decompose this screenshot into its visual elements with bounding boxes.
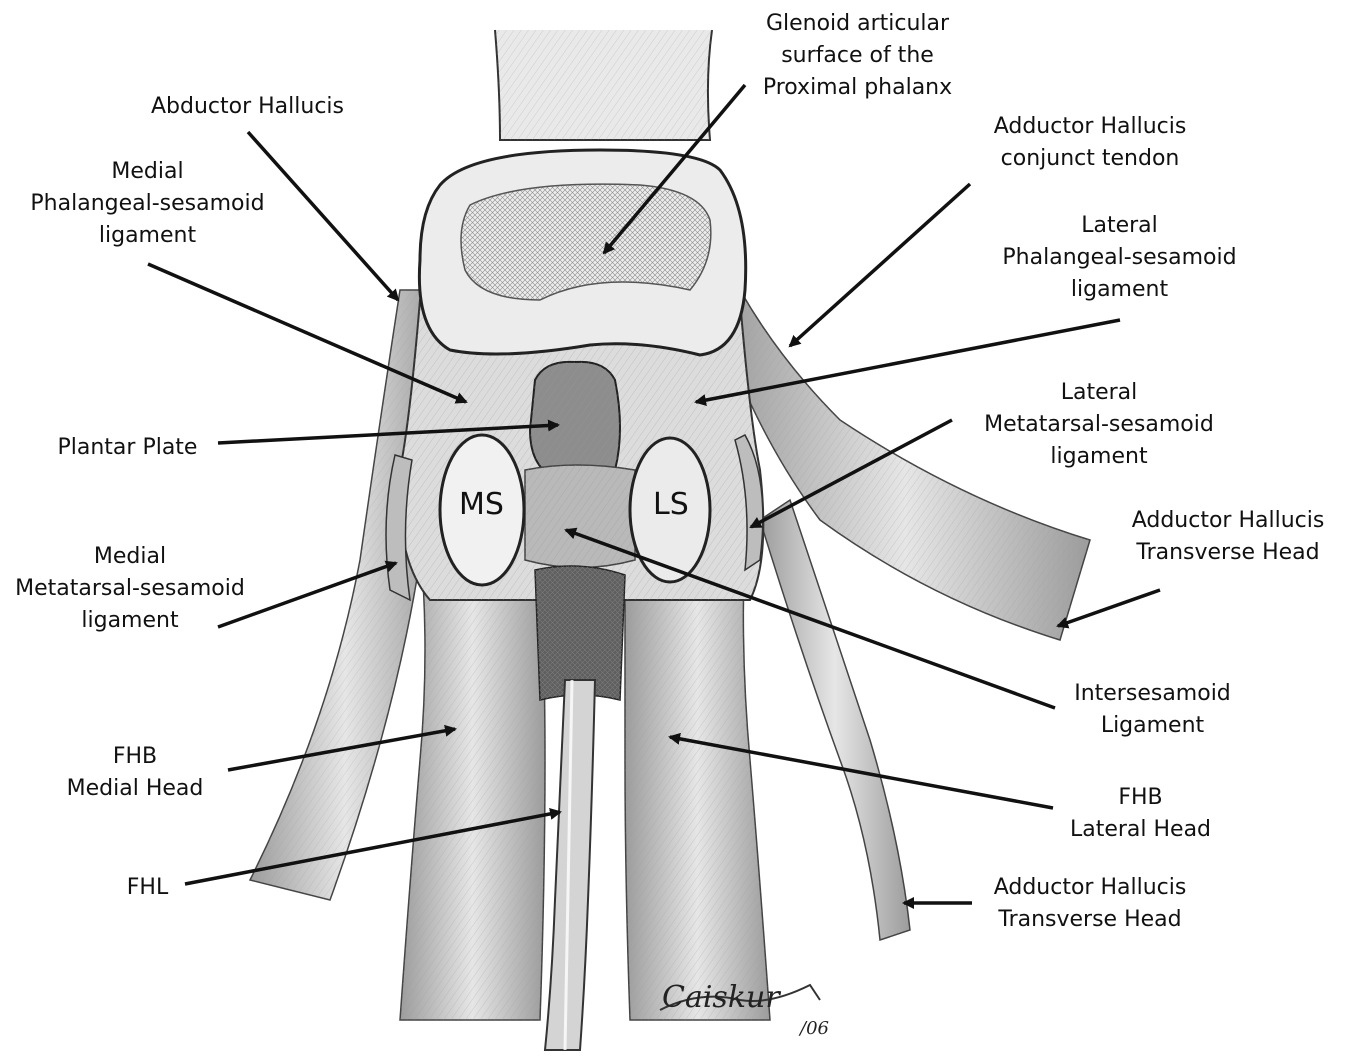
label-line: ligament [968, 441, 1230, 473]
label-line: Transverse Head [980, 904, 1200, 936]
label-line: ligament [992, 274, 1247, 306]
label-fhl: FHL [120, 872, 175, 904]
artist-signature-year: /06 [800, 1018, 829, 1039]
label-line: Abductor Hallucis [140, 91, 355, 123]
label-line: Medial [20, 156, 275, 188]
label-line: Lateral [968, 377, 1230, 409]
label-line: Lateral Head [1058, 814, 1223, 846]
label-adductor-hallucis-transverse-head-lower: Adductor Hallucis Transverse Head [980, 872, 1200, 936]
label-line: Transverse Head [1118, 537, 1338, 569]
label-line: Phalangeal-sesamoid [992, 242, 1247, 274]
intersesamoid-ligament-shape [525, 465, 635, 568]
label-line: Adductor Hallucis [1118, 505, 1338, 537]
label-medial-metatarsal-sesamoid-ligament: Medial Metatarsal-sesamoid ligament [2, 541, 258, 637]
label-line: Medial [2, 541, 258, 573]
label-line: Lateral [992, 210, 1247, 242]
label-intersesamoid-ligament: Intersesamoid Ligament [1060, 678, 1245, 742]
proximal-phalanx-base [419, 150, 745, 355]
proximal-phalanx-shaft [495, 30, 712, 140]
label-line: FHL [120, 872, 175, 904]
label-adductor-hallucis-conjunct-tendon: Adductor Hallucis conjunct tendon [980, 111, 1200, 175]
label-glenoid-articular-surface: Glenoid articular surface of the Proxima… [755, 8, 960, 104]
label-line: Ligament [1060, 710, 1245, 742]
label-line: FHB [55, 741, 215, 773]
label-line: Intersesamoid [1060, 678, 1245, 710]
lateral-sesamoid-label: LS [653, 487, 689, 522]
artist-signature: Caiskur [662, 980, 780, 1015]
label-line: Glenoid articular [755, 8, 960, 40]
fhb-medial-head-shape [400, 540, 545, 1020]
label-line: Medial Head [55, 773, 215, 805]
plantar-plate-shape [530, 362, 620, 481]
label-line: conjunct tendon [980, 143, 1200, 175]
label-abductor-hallucis: Abductor Hallucis [140, 91, 355, 123]
medial-sesamoid-label: MS [459, 487, 504, 522]
label-medial-phalangeal-sesamoid-ligament: Medial Phalangeal-sesamoid ligament [20, 156, 275, 252]
arrow-adductor-conjunct [790, 184, 970, 346]
label-line: Metatarsal-sesamoid [968, 409, 1230, 441]
label-line: Metatarsal-sesamoid [2, 573, 258, 605]
label-line: ligament [2, 605, 258, 637]
label-line: FHB [1058, 782, 1223, 814]
label-line: ligament [20, 220, 275, 252]
label-line: Adductor Hallucis [980, 111, 1200, 143]
label-lateral-phalangeal-sesamoid-ligament: Lateral Phalangeal-sesamoid ligament [992, 210, 1247, 306]
label-fhb-medial-head: FHB Medial Head [55, 741, 215, 805]
label-line: Adductor Hallucis [980, 872, 1200, 904]
label-line: surface of the [755, 40, 960, 72]
label-line: Proximal phalanx [755, 72, 960, 104]
label-lateral-metatarsal-sesamoid-ligament: Lateral Metatarsal-sesamoid ligament [968, 377, 1230, 473]
label-line: Plantar Plate [45, 432, 210, 464]
label-line: Phalangeal-sesamoid [20, 188, 275, 220]
label-adductor-hallucis-transverse-head-upper: Adductor Hallucis Transverse Head [1118, 505, 1338, 569]
adductor-transverse-lower-band [760, 500, 910, 940]
fhl-tendon-shape [545, 680, 595, 1050]
label-plantar-plate: Plantar Plate [45, 432, 210, 464]
label-fhb-lateral-head: FHB Lateral Head [1058, 782, 1223, 846]
fhb-lateral-head-shape [625, 540, 770, 1020]
